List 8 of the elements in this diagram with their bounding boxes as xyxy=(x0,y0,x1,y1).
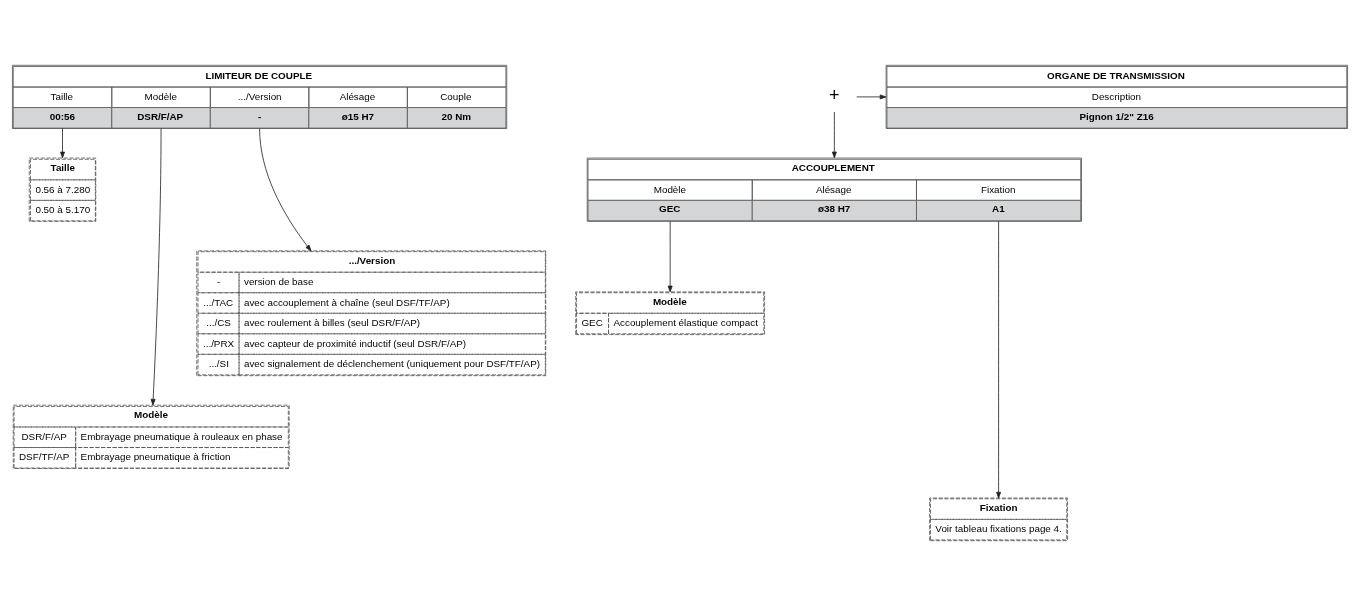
arrow xyxy=(150,128,162,406)
arrow xyxy=(856,94,887,100)
arrow xyxy=(667,220,673,293)
arrow xyxy=(831,111,837,159)
arrow xyxy=(60,128,65,159)
arrow xyxy=(259,128,312,252)
node-text: + xyxy=(829,85,840,106)
arrow xyxy=(996,220,1001,499)
